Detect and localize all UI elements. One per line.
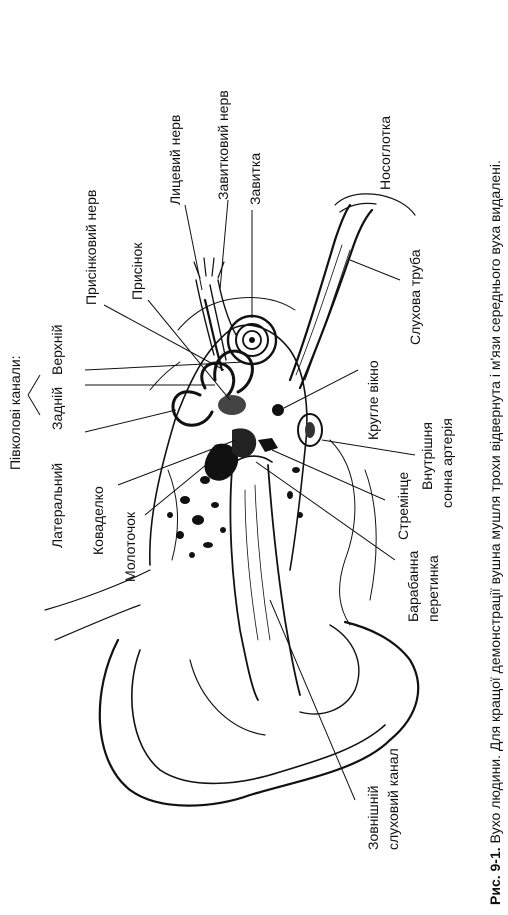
label-nasopharynx: Носоглотка <box>377 116 393 190</box>
leader-cochlear-nerve <box>219 199 229 291</box>
nerve-cut-end <box>193 257 225 279</box>
nasopharynx-opening <box>334 193 416 216</box>
label-external-canal-1: Зовнішній <box>365 786 381 850</box>
caption-text: Вухо людини. Для кращої демонстрації вуш… <box>487 160 503 847</box>
leader-eustachian-tube <box>349 259 401 281</box>
label-lateral: Латеральний <box>49 463 65 548</box>
leader-stapes <box>271 449 386 501</box>
label-cochlear-nerve: Завитковий нерв <box>215 90 231 200</box>
leader-malleus <box>144 459 213 516</box>
external-canal-wall-right <box>267 464 301 696</box>
leader-facial-nerve <box>184 204 203 291</box>
label-internal-carotid-1: Внутрішня <box>419 422 435 490</box>
eustachian-tube-shading <box>295 244 351 381</box>
internal-carotid-artery-shape <box>297 413 323 447</box>
label-canals-title: Півколові канали: <box>7 355 23 470</box>
nerve-bundle <box>203 298 224 372</box>
label-vestibular-nerve: Присінковий нерв <box>83 190 99 305</box>
leader-external-canal <box>269 599 356 801</box>
upper-tissue-outline <box>177 297 296 331</box>
label-stapes: Стремінце <box>395 472 411 540</box>
tissue-texture-far-right <box>364 469 377 601</box>
leader-lateral <box>84 409 177 433</box>
label-cochlea: Завитка <box>247 153 263 205</box>
tissue-boundary-left <box>44 569 151 611</box>
external-canal-wall-left <box>229 469 259 701</box>
label-eustachian-tube: Слухова труба <box>407 249 423 345</box>
incus-shape <box>232 428 257 458</box>
label-posterior: Задній <box>49 387 65 430</box>
label-superior: Верхній <box>49 325 65 375</box>
leader-round-window <box>283 369 359 409</box>
auricle-outline <box>98 620 420 807</box>
label-round-window: Кругле вікно <box>365 360 381 440</box>
cochlear-nerve-strand <box>217 279 237 336</box>
leader-lines <box>27 199 416 801</box>
canals-bracket <box>27 374 41 416</box>
tissue-texture-right <box>329 439 356 626</box>
figure-caption: Рис. 9-1. Вухо людини. Для кращої демонс… <box>487 160 503 905</box>
vestibular-nerve-strand <box>209 284 227 361</box>
round-window-shape <box>272 404 284 416</box>
label-malleus: Молоточок <box>122 511 138 582</box>
label-external-canal-2: слуховий канал <box>385 748 401 850</box>
malleus-shape <box>204 443 239 481</box>
leader-incus <box>117 439 237 486</box>
cochlea-spiral <box>226 314 278 366</box>
leader-superior <box>84 361 245 371</box>
stapes-shape <box>258 438 278 452</box>
semicircular-canal-lateral <box>171 390 214 427</box>
internal-carotid-lumen <box>305 422 315 438</box>
auricle-inner-fold <box>131 649 386 785</box>
label-internal-carotid-2: сонна артерія <box>439 418 455 508</box>
leader-tympanic <box>255 461 396 561</box>
mastoid-region <box>167 469 179 561</box>
mastoid-air-cells <box>167 467 303 558</box>
leader-internal-carotid <box>321 439 416 456</box>
semicircular-canal-posterior <box>200 361 236 402</box>
ear-illustration <box>44 193 420 807</box>
eustachian-tube-wall-2 <box>298 208 374 390</box>
label-vestibule: Присінок <box>129 242 145 300</box>
vestibule-shape <box>218 395 246 415</box>
left-tissue-outline <box>149 361 181 391</box>
label-tympanic-1: Барабанна <box>405 551 421 622</box>
caption-prefix: Рис. 9-1. <box>487 847 503 905</box>
label-incus: Коваделко <box>90 486 106 555</box>
facial-nerve-strand <box>195 279 215 356</box>
labels: Півколові канали: Латеральний Задній Вер… <box>7 90 455 850</box>
label-tympanic-2: перетинка <box>425 555 441 622</box>
auricle-lobe <box>299 624 360 715</box>
external-canal-shading <box>244 484 271 641</box>
leader-vestibular-nerve <box>103 304 225 371</box>
leader-vestibule <box>147 299 231 401</box>
label-facial-nerve: Лицевий нерв <box>167 115 183 205</box>
temporal-bone-outline <box>148 324 308 571</box>
tissue-boundary-lower <box>54 604 141 641</box>
eustachian-tube-wall-1 <box>288 203 352 382</box>
auricle-contour <box>189 659 266 736</box>
